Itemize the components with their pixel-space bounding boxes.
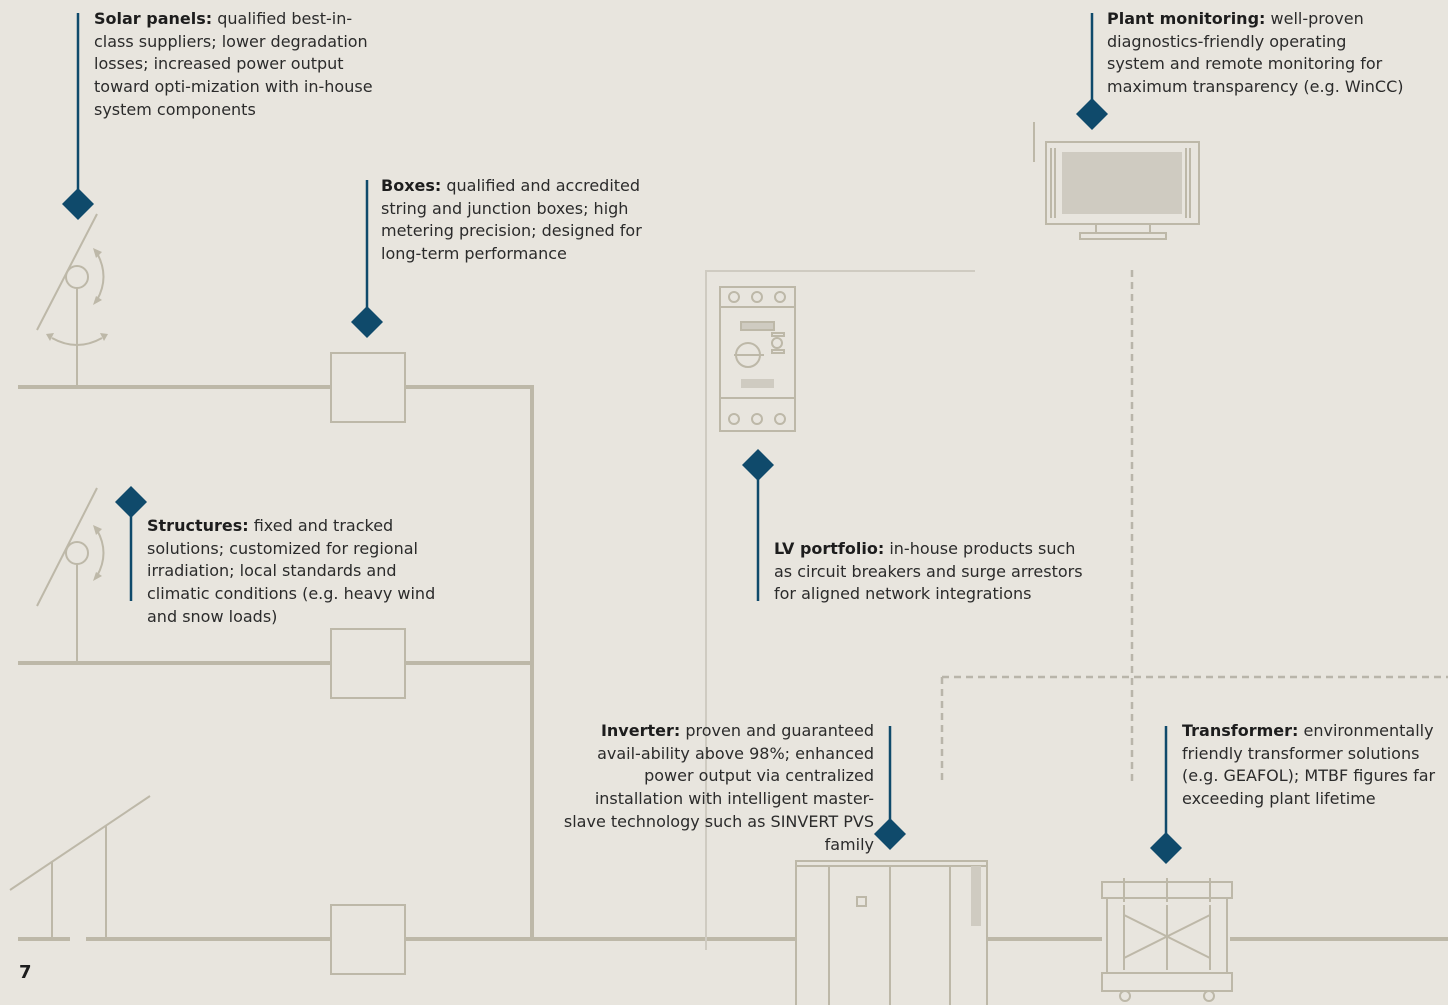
callout-plant-monitoring: Plant monitoring: well-proven diagnostic… — [1107, 8, 1407, 99]
marker-structures — [115, 486, 147, 518]
callout-boxes-title: Boxes: — [381, 176, 442, 195]
callout-lv-portfolio: LV portfolio: in-house products such as … — [774, 538, 1084, 606]
marker-solar — [62, 188, 94, 220]
callout-transformer-title: Transformer: — [1182, 721, 1299, 740]
callout-structures-body: fixed and tracked solutions; customized … — [147, 516, 436, 626]
lv-breaker-icon — [705, 270, 975, 950]
callout-lv-title: LV portfolio: — [774, 539, 885, 558]
fixed-panel-icon — [9, 795, 151, 939]
callout-structures-title: Structures: — [147, 516, 249, 535]
tracked-panel-icon-2 — [36, 487, 105, 663]
callout-monitoring-body: well-proven diagnostics-friendly operati… — [1107, 9, 1404, 97]
callout-monitoring-title: Plant monitoring: — [1107, 9, 1266, 28]
transformer-icon — [1101, 878, 1233, 1002]
callout-structures: Structures: fixed and tracked solutions;… — [147, 515, 452, 629]
callout-transformer: Transformer: environmentally friendly tr… — [1182, 720, 1444, 811]
marker-inverter — [874, 818, 906, 850]
page-number: 7 — [19, 962, 32, 983]
callout-inverter: Inverter: proven and guaranteed avail-ab… — [556, 720, 874, 856]
monitor-icon — [1033, 122, 1200, 240]
inverter-icon — [795, 860, 988, 1005]
marker-transformer — [1150, 832, 1182, 864]
callout-solar-title: Solar panels: — [94, 9, 213, 28]
callout-solar-panels: Solar panels: qualified best-in-class su… — [94, 8, 384, 122]
marker-boxes — [351, 306, 383, 338]
marker-lv — [742, 449, 774, 481]
tracked-panel-icon-1 — [36, 213, 105, 387]
callout-inverter-body: proven and guaranteed avail-ability abov… — [563, 721, 874, 854]
junction-box-3 — [330, 904, 406, 975]
callout-boxes: Boxes: qualified and accredited string a… — [381, 175, 646, 266]
junction-box-2 — [330, 628, 406, 699]
callout-transformer-body: environmentally friendly transformer sol… — [1182, 721, 1436, 809]
callout-inverter-title: Inverter: — [600, 721, 681, 740]
junction-box-1 — [330, 352, 406, 423]
marker-monitoring — [1076, 98, 1108, 130]
callout-solar-body: qualified best-in-class suppliers; lower… — [94, 9, 373, 119]
callout-boxes-body: qualified and accredited string and junc… — [381, 176, 642, 264]
callout-lv-body: in-house products such as circuit breake… — [774, 539, 1083, 604]
